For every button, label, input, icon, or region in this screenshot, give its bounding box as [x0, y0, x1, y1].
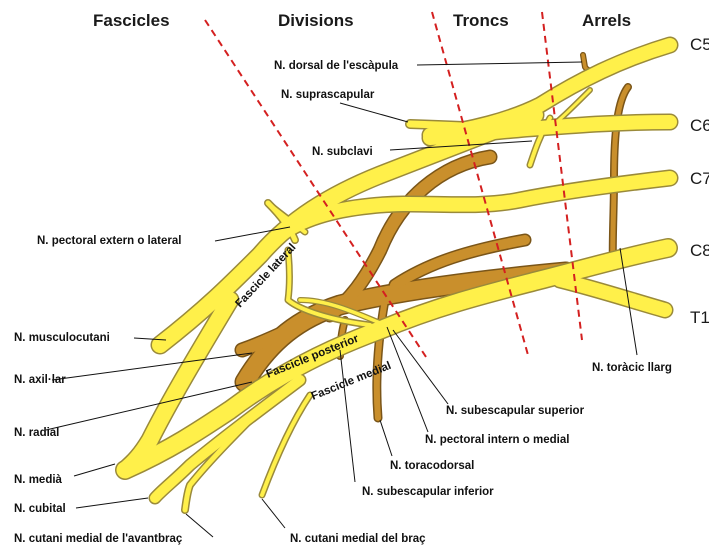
label-toracodorsal: N. toracodorsal [390, 460, 474, 472]
label-cubital: N. cubital [14, 503, 66, 515]
header-fascicles: Fascicles [93, 11, 170, 30]
label-axillar: N. axil·lar [14, 374, 66, 386]
label-cutani-brac: N. cutani medial del braç [290, 533, 426, 545]
root-label-c7: C7 [690, 169, 709, 188]
leader-dorsal-escapula [417, 62, 582, 65]
leader-media [74, 464, 115, 476]
leader-subescapular-inferior [340, 350, 355, 482]
leader-cutani-avantbrac [186, 514, 213, 537]
label-musculocutani: N. musculocutani [14, 332, 110, 344]
label-cutani-avantbrac: N. cutani medial de l'avantbraç [14, 533, 183, 545]
label-dorsal-escapula: N. dorsal de l'escàpula [274, 60, 399, 72]
leader-cubital [76, 498, 148, 508]
label-subescapular-inferior: N. subescapular inferior [362, 486, 494, 498]
label-subclavi: N. subclavi [312, 146, 373, 158]
header-troncs: Troncs [453, 11, 509, 30]
nerve-group [125, 45, 670, 510]
header-arrels: Arrels [582, 11, 631, 30]
label-media: N. medià [14, 474, 63, 486]
leader-toracodorsal [380, 420, 392, 456]
leader-suprascapular [340, 103, 408, 122]
leader-pectoral-medial [387, 327, 428, 432]
label-subescapular-superior: N. subescapular superior [446, 405, 585, 417]
division-line-arrels [542, 12, 582, 340]
leader-axillar [52, 353, 252, 380]
root-label-t1: T1 [690, 308, 709, 327]
header-divisions: Divisions [278, 11, 354, 30]
leader-subescapular-superior [393, 330, 448, 404]
label-pectoral-medial: N. pectoral intern o medial [425, 434, 569, 446]
label-pectoral-lateral: N. pectoral extern o lateral [37, 235, 181, 247]
root-labels: C5 C6 C7 C8 T1 [690, 35, 709, 327]
leader-cutani-brac [262, 499, 285, 528]
label-toracic-llarg: N. toràcic llarg [592, 362, 672, 374]
label-suprascapular: N. suprascapular [281, 89, 375, 101]
root-label-c5: C5 [690, 35, 709, 54]
root-label-c8: C8 [690, 241, 709, 260]
root-label-c6: C6 [690, 116, 709, 135]
label-radial: N. radial [14, 427, 59, 439]
